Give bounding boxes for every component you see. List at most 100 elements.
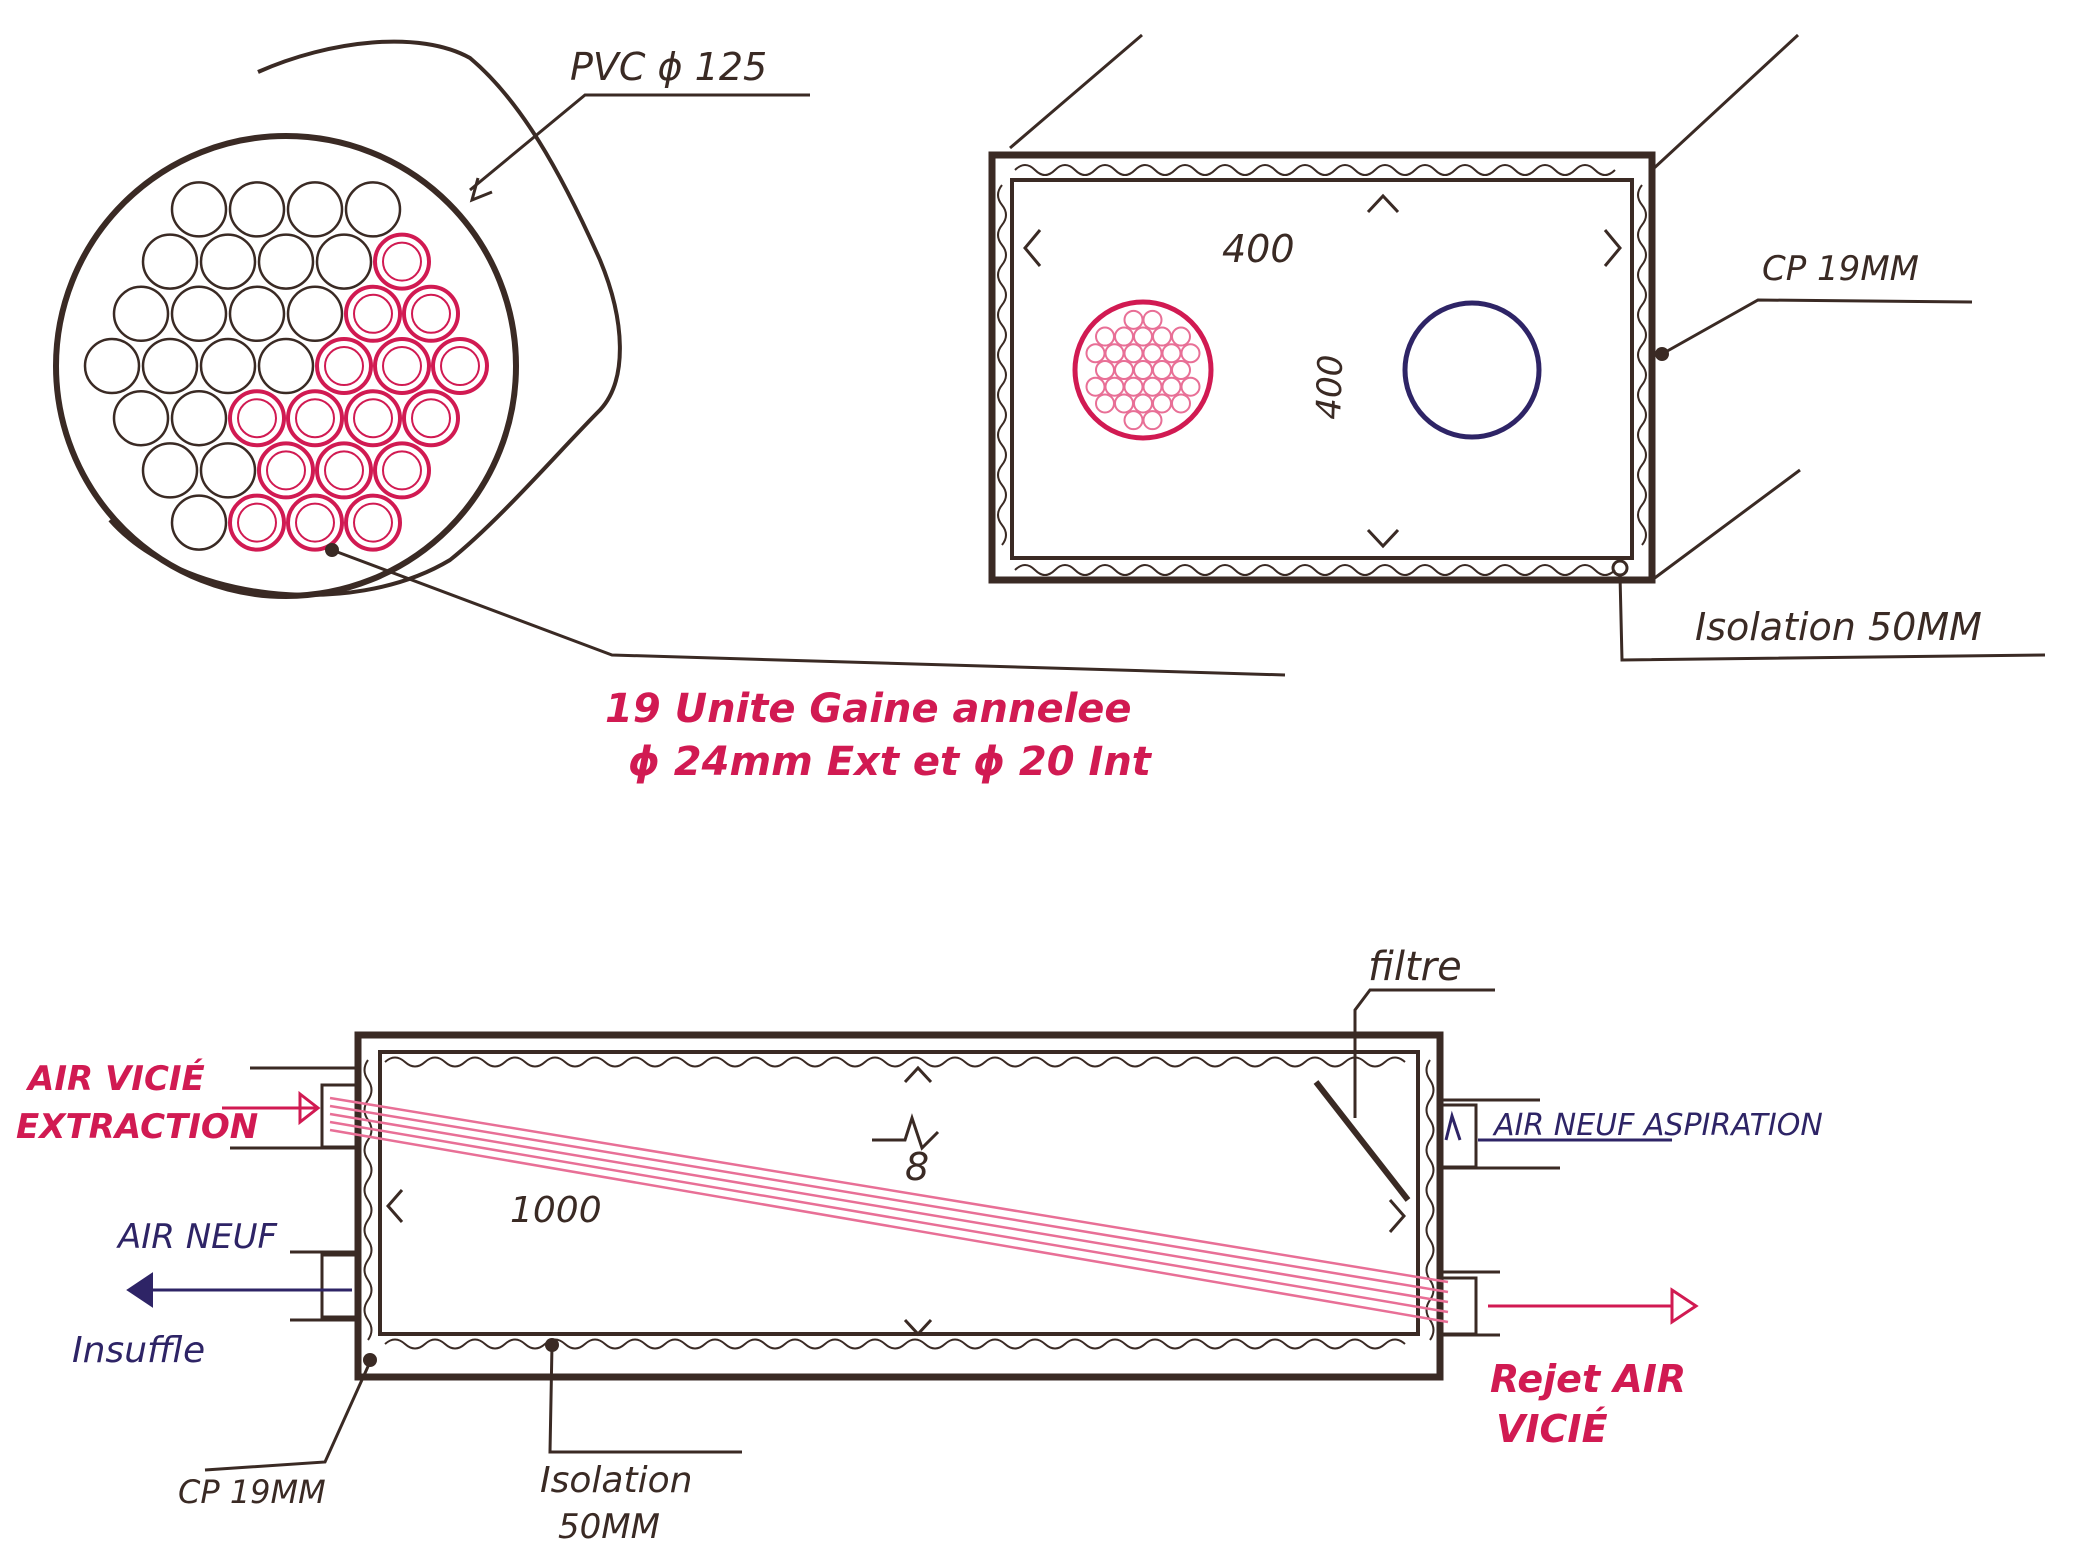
tube: [257, 233, 315, 290]
red-tube-inner: [440, 346, 480, 386]
filter-leader: [1353, 988, 1495, 1118]
filter-plate: [1313, 1080, 1411, 1202]
red-tube: [228, 389, 286, 448]
box-height-label: 400: [1309, 354, 1351, 420]
mini-tube: [1104, 376, 1125, 397]
mini-tube: [1171, 326, 1191, 347]
tubes-leader: [331, 548, 1286, 677]
red-tube: [257, 441, 315, 500]
filter-label: filtre: [1368, 944, 1462, 990]
mini-tube: [1085, 376, 1106, 397]
mini-tube: [1171, 393, 1191, 414]
arrow-head-icon: [126, 1272, 153, 1308]
caret-icon: [1023, 229, 1042, 267]
tube: [170, 181, 228, 238]
mini-tube: [1133, 393, 1153, 414]
red-tube: [228, 493, 286, 552]
mini-tube: [1123, 343, 1144, 364]
red-tube: [402, 389, 460, 448]
mini-tube-bundle: [1085, 309, 1201, 431]
mini-tube: [1085, 343, 1106, 364]
insulation-label: Isolation 50MM: [1695, 605, 1982, 649]
red-tube-inner: [411, 293, 451, 334]
red-tube: [286, 389, 344, 448]
fresh-in-label: AIR NEUF ASPIRATION: [1492, 1108, 1823, 1143]
mini-tube: [1133, 360, 1153, 380]
arrow-head-icon: [1670, 1287, 1699, 1325]
tube: [112, 285, 170, 343]
leader-dot: [363, 1353, 377, 1367]
tube: [286, 285, 344, 343]
extract-label-line2: EXTRACTION: [16, 1107, 258, 1147]
caret-icon: [1366, 193, 1400, 214]
caret-icon: [1603, 229, 1622, 267]
diagonal-tubes: [329, 1096, 1449, 1324]
tube: [141, 233, 199, 290]
arrow-head-icon: [1444, 1110, 1462, 1141]
red-tube-inner: [353, 502, 393, 543]
red-tube-inner: [411, 398, 451, 439]
exchanger-side-view: filtre 1000 8 AIR VICIÉ EXTRACTION AIR N…: [16, 944, 1823, 1547]
extract-label-line1: AIR VICIÉ: [25, 1058, 205, 1099]
tube: [286, 181, 344, 238]
red-tube: [344, 284, 402, 343]
pvc-label: PVC ϕ 125: [570, 45, 767, 89]
insulation-hatch: [997, 184, 1007, 546]
mini-tube: [1095, 360, 1115, 380]
mini-tube: [1161, 376, 1182, 397]
exchanger-length-label: 1000: [510, 1190, 602, 1231]
box-inner-wall: [1010, 178, 1634, 560]
supply-label-line2: Insuffle: [72, 1330, 205, 1371]
insulation-hatch: [384, 1056, 1406, 1068]
red-tube-inner: [237, 502, 277, 543]
mini-tube: [1152, 393, 1172, 414]
pvc-leader: [469, 93, 810, 192]
red-tube: [431, 337, 489, 395]
red-tube-inner: [295, 502, 335, 543]
red-tube-inner: [324, 346, 364, 386]
red-tube: [315, 441, 373, 500]
squiggle-mark: [872, 1113, 940, 1151]
mini-tube: [1095, 393, 1115, 414]
duct-circle: [1402, 300, 1542, 440]
tube: [228, 285, 286, 343]
exchanger-insulation-line1: Isolation: [540, 1460, 692, 1501]
mini-tube: [1123, 410, 1144, 431]
leader-dot: [1611, 559, 1629, 577]
red-tube-inner: [353, 293, 393, 334]
tube: [170, 494, 228, 551]
arrow-icon: [469, 177, 493, 203]
cp-leader: [1661, 298, 1973, 356]
box-width-label: 400: [1222, 227, 1295, 271]
pvc-pipe-circle: [53, 133, 519, 599]
red-tube-inner: [382, 346, 422, 386]
caret-icon: [386, 1189, 404, 1223]
insulation-hatch: [1637, 184, 1647, 546]
red-tube: [373, 337, 431, 395]
tube: [199, 337, 257, 395]
arrow-head-icon: [298, 1090, 321, 1126]
red-tube-inner: [382, 450, 422, 491]
mini-tube: [1114, 393, 1134, 414]
red-tube-inner: [353, 398, 393, 439]
mini-tube: [1123, 376, 1144, 397]
tube: [257, 337, 315, 395]
tube: [199, 442, 257, 499]
insulation-leader: [548, 1344, 742, 1454]
red-tube: [286, 493, 344, 552]
tube: [170, 389, 228, 447]
red-tube-inner: [382, 241, 422, 282]
supply-label-line1: AIR NEUF: [116, 1217, 278, 1257]
tube: [315, 233, 373, 290]
cp-leader: [204, 1361, 372, 1472]
mini-tube: [1161, 343, 1182, 364]
mini-tube: [1152, 326, 1172, 347]
mini-tube: [1114, 326, 1134, 347]
tube: [141, 337, 199, 395]
exchanger-insulation-line2: 50MM: [558, 1507, 660, 1547]
caret-icon: [903, 1065, 933, 1084]
mini-tube: [1152, 360, 1172, 380]
mini-tube: [1180, 343, 1201, 364]
insulation-hatch: [363, 1059, 373, 1341]
box-cross-section: 400 400 CP 19MM Isolation 50MM: [988, 33, 2046, 662]
